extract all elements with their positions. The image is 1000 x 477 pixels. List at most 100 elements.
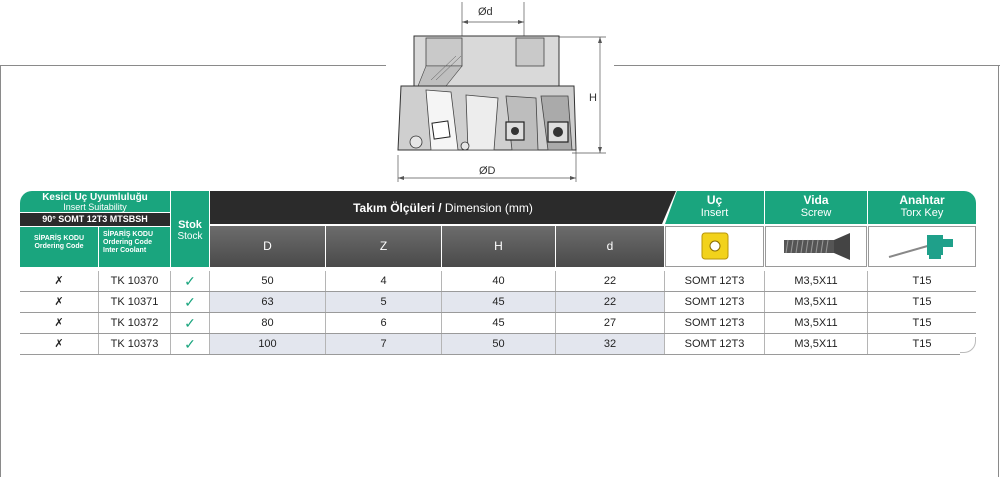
cell-h: 45 (492, 296, 505, 308)
frame-top-left (0, 65, 386, 66)
col-header-Z: Z (326, 226, 441, 267)
column-divider (764, 271, 765, 291)
key-header: Anahtar Torx Key (868, 191, 976, 224)
cell-cross: ✗ (54, 317, 64, 329)
ordering-code-en: Ordering Code (34, 243, 84, 250)
column-divider (867, 334, 868, 354)
screw-en: Screw (800, 207, 832, 219)
ordering-code-header: SİPARİŞ KODU Ordering Code (20, 227, 98, 267)
cell-stock: ✓ (184, 294, 196, 310)
column-divider (209, 334, 210, 354)
cell-insert: SOMT 12T3 (684, 296, 745, 308)
col-header-d: d (556, 226, 664, 267)
cell-h: 40 (492, 275, 505, 287)
screw-icon (784, 233, 850, 260)
label-large-d: ØD (479, 165, 496, 177)
cell-screw: M3,5X11 (794, 338, 838, 350)
cell-d: 50 (261, 275, 274, 287)
column-divider (170, 334, 171, 354)
cell-stock: ✓ (184, 315, 196, 331)
cell-code: TK 10373 (110, 338, 159, 350)
column-divider (764, 313, 765, 333)
cell-screw: M3,5X11 (794, 317, 838, 329)
insert-suitability-tr: Kesici Uç Uyumluluğu (42, 192, 148, 203)
column-divider (209, 313, 210, 333)
cell-screw: M3,5X11 (794, 296, 838, 308)
row-divider (20, 291, 976, 292)
cell-d: 32 (603, 338, 617, 350)
cell-screw: M3,5X11 (794, 275, 838, 287)
column-divider (664, 313, 665, 333)
cell-key: T15 (912, 338, 932, 350)
key-image-cell (868, 226, 976, 267)
tool-drawing: Ød ØD H (386, 0, 614, 186)
column-divider (664, 292, 665, 312)
cell-d: 100 (258, 338, 277, 350)
row-shade (210, 334, 664, 354)
ordering-code-cool-en: Ordering Code (103, 239, 153, 246)
cell-cross: ✗ (54, 338, 64, 350)
stock-en: Stock (177, 231, 203, 242)
column-divider (325, 271, 326, 291)
column-divider (764, 292, 765, 312)
dimension-tr: Takım Ölçüleri / (353, 201, 442, 215)
cell-cross: ✗ (54, 296, 64, 308)
cell-z: 6 (380, 317, 387, 329)
insert-suitability-header: Kesici Uç Uyumluluğu Insert Suitability (20, 191, 170, 212)
column-divider (867, 271, 868, 291)
column-divider (664, 271, 665, 291)
column-divider (98, 271, 99, 291)
column-divider (170, 292, 171, 312)
column-divider (98, 334, 99, 354)
column-divider (555, 313, 556, 333)
column-divider (98, 292, 99, 312)
column-divider (664, 334, 665, 354)
stock-header: Stok Stock (171, 191, 209, 267)
row-shade (210, 292, 664, 312)
cell-z: 5 (380, 296, 387, 308)
column-divider (764, 334, 765, 354)
column-divider (441, 313, 442, 333)
ordering-code-coolant-header: SİPARİŞ KODU Ordering Code Inter Coolant (99, 227, 170, 267)
key-en: Torx Key (900, 207, 944, 219)
cell-key: T15 (912, 296, 932, 308)
col-header-D: D (210, 226, 325, 267)
cell-d: 27 (603, 317, 617, 329)
column-divider (209, 292, 210, 312)
column-divider (170, 271, 171, 291)
cell-z: 4 (380, 275, 387, 287)
column-divider (441, 292, 442, 312)
insert-suitability-en: Insert Suitability (63, 202, 127, 212)
ordering-code-tr: SİPARİŞ KODU (33, 235, 85, 242)
row-divider (20, 354, 960, 355)
cell-d: 63 (261, 296, 274, 308)
torx-key-icon (888, 235, 953, 259)
insert-image-cell (665, 226, 764, 267)
column-divider (325, 334, 326, 354)
dimension-en: Dimension (mm) (441, 201, 533, 215)
cell-h: 50 (492, 338, 505, 350)
column-divider (867, 292, 868, 312)
cell-insert: SOMT 12T3 (684, 317, 745, 329)
column-divider (441, 271, 442, 291)
column-divider (209, 271, 210, 291)
frame-right (998, 65, 999, 477)
column-divider (98, 313, 99, 333)
ordering-code-cool-tr: SİPARİŞ KODU (103, 231, 154, 238)
insert-en: Insert (700, 207, 729, 219)
cell-key: T15 (912, 317, 932, 329)
row-divider (20, 312, 976, 313)
cell-h: 45 (492, 317, 505, 329)
cell-code: TK 10372 (110, 317, 159, 329)
column-divider (325, 313, 326, 333)
label-small-d: Ød (478, 6, 493, 18)
column-divider (555, 292, 556, 312)
column-divider (170, 313, 171, 333)
screw-tr: Vida (803, 193, 829, 207)
insert-header: Uç Insert (665, 191, 764, 224)
stock-tr: Stok (178, 219, 202, 231)
cell-stock: ✓ (184, 336, 196, 352)
screw-header: Vida Screw (765, 191, 867, 224)
